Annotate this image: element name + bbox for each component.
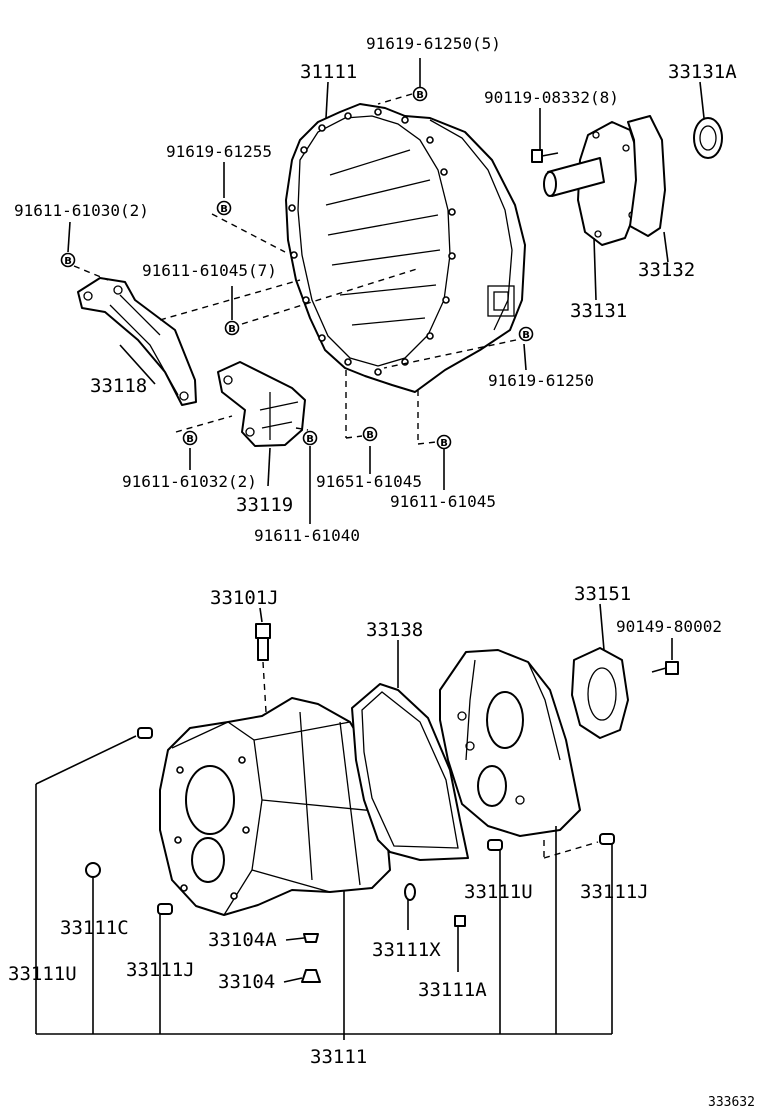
label-33101J: 33101J <box>210 587 279 609</box>
label-33104A: 33104A <box>208 929 277 951</box>
svg-text:B: B <box>64 256 72 267</box>
bearing-retainer-33131 <box>543 121 641 246</box>
bolt-marker: B <box>224 320 240 336</box>
bolt-90119-08332 <box>531 149 559 163</box>
bolt-marker: B <box>302 430 318 446</box>
svg-text:B: B <box>306 434 314 445</box>
label-91611-61040: 91611-61040 <box>254 526 360 545</box>
label-91619-61255: 91619-61255 <box>166 142 272 161</box>
top-leaders <box>67 58 705 524</box>
bolt-marker: B <box>412 86 428 102</box>
bolt-marker: B <box>436 434 452 450</box>
label-33131A: 33131A <box>668 61 737 83</box>
pin-33111U-right <box>487 839 503 851</box>
label-91651-61045: 91651-61045 <box>316 472 422 491</box>
label-33111J-right: 33111J <box>580 881 649 903</box>
oil-seal-33131A <box>693 117 723 159</box>
plug-33104A <box>303 933 319 943</box>
diagram-id: 333632 <box>708 1095 755 1110</box>
bolt-marker: B <box>216 200 232 216</box>
svg-text:B: B <box>220 204 228 215</box>
gasket-33138 <box>351 683 469 861</box>
svg-text:B: B <box>416 90 424 101</box>
svg-text:B: B <box>440 438 448 449</box>
bolt-marker: B <box>362 426 378 442</box>
bolt-marker: B <box>518 326 534 342</box>
label-33111U-left: 33111U <box>8 963 77 985</box>
label-33151: 33151 <box>574 583 631 605</box>
transmission-case-33111 <box>159 697 391 916</box>
svg-text:B: B <box>228 324 236 335</box>
label-33111C: 33111C <box>60 917 129 939</box>
svg-text:B: B <box>186 434 194 445</box>
label-31111: 31111 <box>300 61 357 83</box>
label-33111X: 33111X <box>372 939 441 961</box>
bracket-33119 <box>217 361 306 447</box>
label-33111: 33111 <box>310 1046 367 1068</box>
label-33104: 33104 <box>218 971 275 993</box>
pin-33111U-left <box>137 727 153 739</box>
label-91611-61045: 91611-61045 <box>390 492 496 511</box>
label-33111U-right: 33111U <box>464 881 533 903</box>
label-33138: 33138 <box>366 619 423 641</box>
bottom-leaders <box>35 603 673 1040</box>
label-33132: 33132 <box>638 259 695 281</box>
plug-33104 <box>301 969 321 983</box>
plug-33111A <box>454 915 466 927</box>
part-labels: 91619-61250(5) 31111 90119-08332(8) 3313… <box>8 34 755 1110</box>
label-91619-61250: 91619-61250 <box>488 371 594 390</box>
pin-33111J-left <box>157 903 173 915</box>
top-bolt-markers: B B B B B B B B B <box>60 86 534 450</box>
plug-33111X <box>404 883 416 901</box>
retainer-33151 <box>571 647 629 739</box>
label-33111J-left: 33111J <box>126 959 195 981</box>
label-33111A: 33111A <box>418 979 487 1001</box>
label-33131: 33131 <box>570 300 627 322</box>
label-90119-08332-8: 90119-08332(8) <box>484 88 619 107</box>
small-parts <box>85 727 615 983</box>
bolt-90149-80002 <box>651 661 679 675</box>
label-91611-61032-2: 91611-61032(2) <box>122 472 257 491</box>
extension-housing <box>439 649 581 837</box>
label-91611-61030-2: 91611-61030(2) <box>14 201 149 220</box>
bolt-marker: B <box>60 252 76 268</box>
label-33119: 33119 <box>236 494 293 516</box>
svg-text:B: B <box>366 430 374 441</box>
sensor-33101J <box>255 623 271 661</box>
label-90149-80002: 90149-80002 <box>616 617 722 636</box>
plug-33111C <box>85 862 101 878</box>
bolt-marker: B <box>182 430 198 446</box>
label-91611-61045-7: 91611-61045(7) <box>142 261 277 280</box>
label-33118: 33118 <box>90 375 147 397</box>
svg-text:B: B <box>522 330 530 341</box>
clutch-housing-31111 <box>285 103 526 393</box>
label-91619-61250-5: 91619-61250(5) <box>366 34 501 53</box>
pin-33111J-right <box>599 833 615 845</box>
gasket-33132 <box>627 115 666 237</box>
